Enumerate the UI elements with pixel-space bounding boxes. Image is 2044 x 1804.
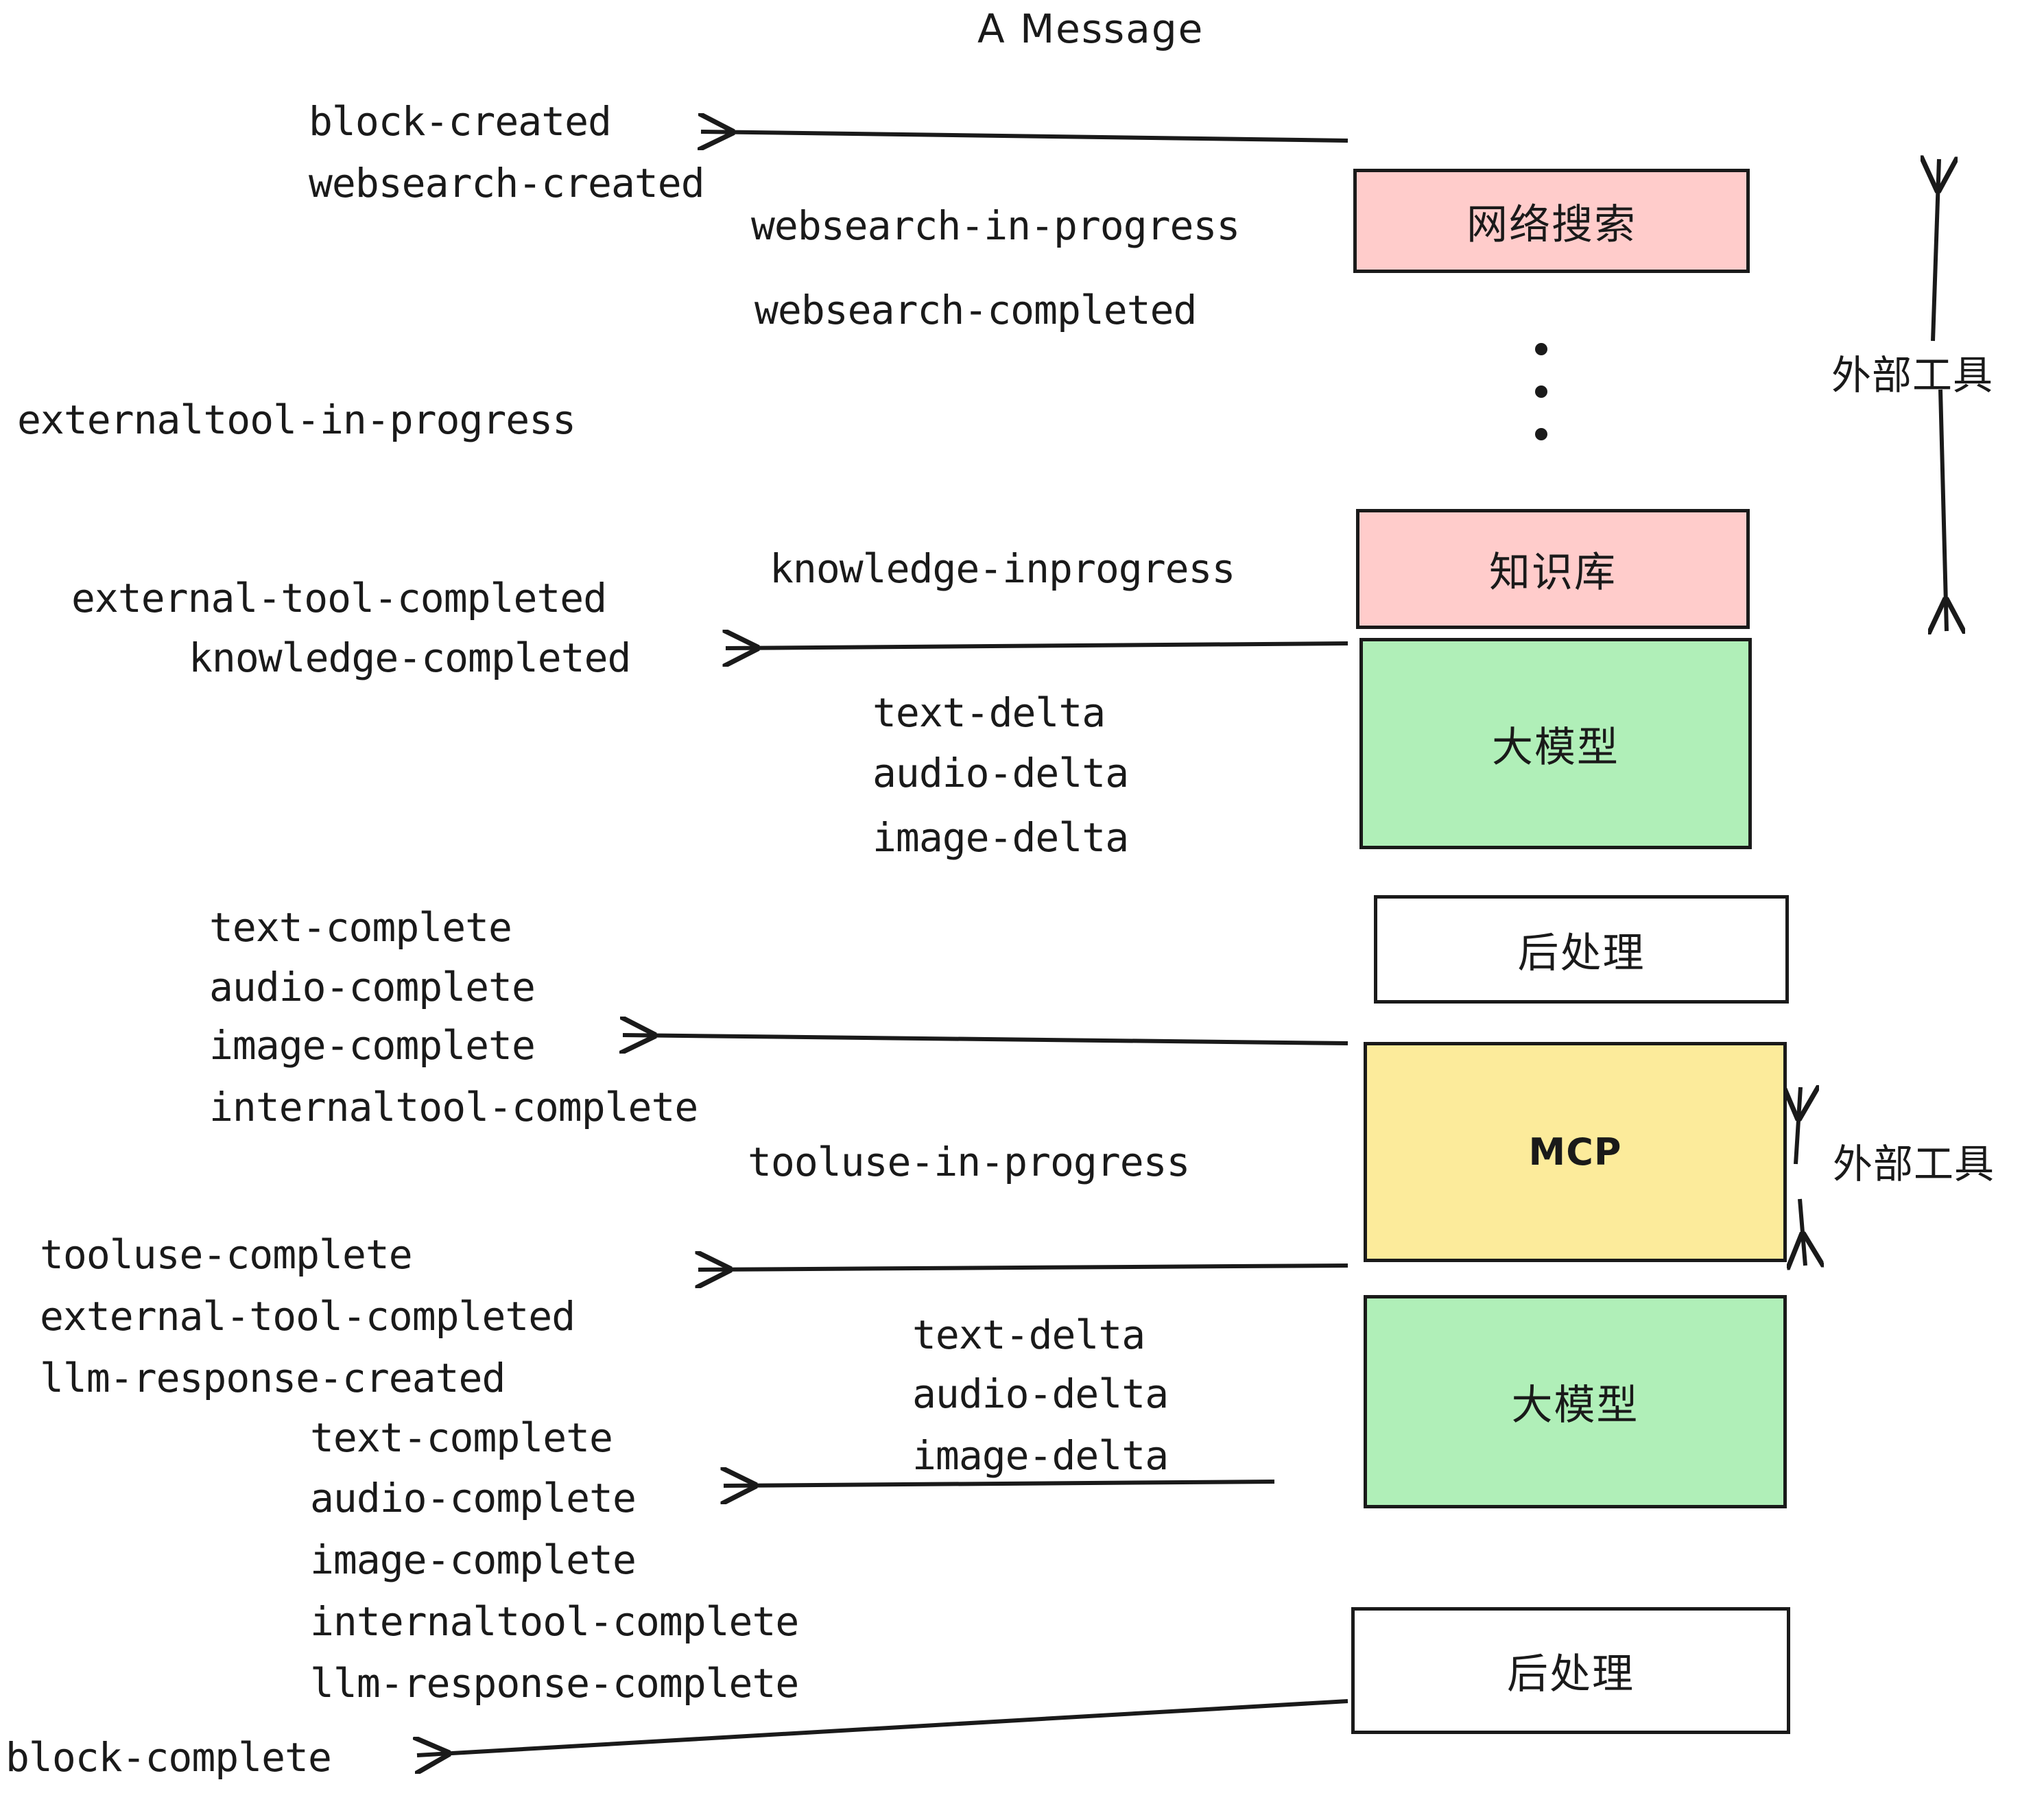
node-llm-1[interactable]: 大模型 [1359,638,1752,849]
arrow-external-tools-bottom-up [1796,1087,1801,1165]
event-websearch-completed: websearch-completed [754,287,1197,333]
arrow-external-tools-top-down [1940,389,1947,631]
node-postprocess-2-label: 后处理 [1507,1650,1635,1698]
node-websearch[interactable]: 网络搜索 [1353,169,1750,273]
event-websearch-in-progress: websearch-in-progress [751,202,1240,249]
event-internaltool-complete-2: internaltool-complete [310,1598,799,1645]
node-postprocess-1-label: 后处理 [1517,929,1645,977]
ellipsis-dot [1535,385,1547,398]
event-knowledge-completed: knowledge-completed [189,634,631,681]
event-external-tool-completed-1: external-tool-completed [71,575,607,621]
arrow-postprocess1-to-events [623,1035,1348,1043]
ellipsis-dot [1535,428,1547,440]
event-audio-complete-1: audio-complete [209,964,536,1010]
event-audio-complete-2: audio-complete [310,1475,637,1521]
arrow-knowledge-to-events [726,643,1348,648]
event-text-delta-1: text-delta [872,689,1106,736]
event-image-complete-1: image-complete [209,1022,536,1069]
event-block-complete: block-complete [5,1734,332,1781]
event-audio-delta-1: audio-delta [872,750,1129,796]
event-text-complete-1: text-complete [209,904,512,951]
node-knowledge[interactable]: 知识库 [1356,509,1750,629]
external-tools-label-bottom: 外部工具 [1833,1141,1995,1187]
event-image-complete-2: image-complete [310,1536,637,1583]
event-websearch-created: websearch-created [309,160,705,206]
event-external-tool-completed-2: external-tool-completed [40,1293,575,1340]
event-externaltool-in-progress: externaltool-in-progress [17,396,576,443]
node-mcp-label: MCP [1528,1130,1622,1174]
node-llm-2[interactable]: 大模型 [1364,1295,1787,1508]
event-tooluse-in-progress: tooluse-in-progress [748,1139,1190,1185]
event-internaltool-complete-1: internaltool-complete [209,1084,698,1130]
event-block-created: block-created [309,98,612,145]
node-postprocess-1[interactable]: 后处理 [1374,895,1789,1004]
event-knowledge-inprogress: knowledge-inprogress [770,545,1235,592]
arrow-llm2-to-events [724,1482,1275,1486]
node-llm-1-label: 大模型 [1492,723,1619,772]
diagram-title: A Message [977,5,1204,52]
ellipsis-dot [1535,343,1547,355]
external-tools-label-top: 外部工具 [1831,352,1994,399]
event-text-complete-2: text-complete [310,1414,613,1461]
arrow-external-tools-bottom-down [1800,1198,1805,1266]
node-mcp[interactable]: MCP [1364,1042,1787,1262]
event-llm-response-created: llm-response-created [40,1355,506,1401]
arrow-external-tools-top-up [1933,159,1939,342]
node-postprocess-2[interactable]: 后处理 [1351,1607,1790,1734]
event-tooluse-complete: tooluse-complete [40,1231,413,1278]
vertical-ellipsis [1535,343,1547,471]
event-audio-delta-2: audio-delta [912,1370,1169,1417]
event-llm-response-complete: llm-response-complete [310,1660,799,1707]
event-image-delta-1: image-delta [872,814,1129,861]
node-websearch-label: 网络搜索 [1466,200,1637,249]
event-image-delta-2: image-delta [912,1432,1169,1479]
arrow-mcp-to-events [698,1266,1348,1270]
event-text-delta-2: text-delta [912,1312,1145,1358]
arrow-postprocess2-to-events [417,1699,1348,1755]
node-llm-2-label: 大模型 [1511,1381,1639,1429]
node-knowledge-label: 知识库 [1489,549,1617,597]
arrow-websearch-to-events [701,132,1348,141]
